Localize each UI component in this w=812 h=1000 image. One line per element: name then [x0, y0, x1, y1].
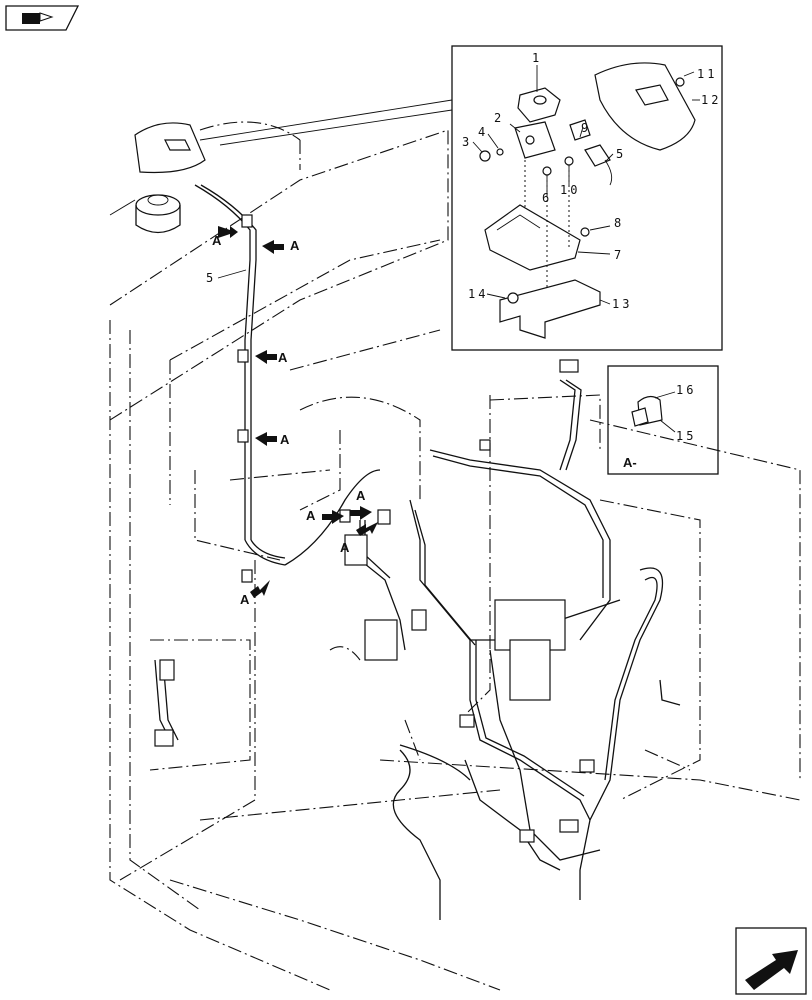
view-label-a8: A: [240, 592, 250, 607]
callout-1: 1: [532, 51, 542, 65]
callout-6: 6: [542, 191, 552, 205]
callout-9: 9: [581, 121, 591, 135]
view-arrow-a5: [322, 510, 344, 524]
view-label-a1: A: [212, 233, 222, 248]
callout-5-detail: 5: [616, 147, 626, 161]
next-page-arrow-icon[interactable]: [735, 927, 807, 995]
callout-3: 3: [462, 135, 472, 149]
callout-4: 4: [478, 125, 488, 139]
view-arrow-a2: [262, 240, 284, 254]
callout-11: 11: [697, 67, 717, 81]
callout-13: 13: [612, 297, 632, 311]
view-label-a4: A: [280, 432, 290, 447]
view-label-a5: A: [306, 508, 316, 523]
view-arrow-a8: [250, 580, 270, 598]
callout-16: 16: [676, 383, 696, 397]
detail-box-view-a: [607, 365, 719, 475]
view-label-a3: A: [278, 350, 288, 365]
callout-7: 7: [614, 248, 624, 262]
view-arrow-a6: [350, 506, 372, 520]
callout-5-main: 5: [206, 271, 216, 285]
machine-frame: [109, 121, 801, 991]
view-arrow-a3: [255, 350, 277, 364]
view-label-a6: A: [356, 488, 366, 503]
view-label-a2: A: [290, 238, 300, 253]
callout-2: 2: [494, 111, 504, 125]
wiring-harness: [154, 184, 681, 920]
harness-clamps: [154, 214, 595, 843]
dome-light-main: [109, 122, 206, 234]
detail-view-label: A-: [623, 455, 637, 470]
book-nav-icon[interactable]: [5, 5, 80, 31]
callout-10: 10: [560, 183, 580, 197]
view-a-arrows: [218, 226, 378, 598]
detail-box-dome-light: [199, 45, 723, 351]
callout-15: 15: [676, 429, 696, 443]
callout-14: 14: [468, 287, 488, 301]
view-arrow-a4: [255, 432, 277, 446]
view-label-a7: A: [340, 540, 350, 555]
callout-12: 12: [701, 93, 721, 107]
view-arrow-a1: [218, 226, 238, 238]
callout-8: 8: [614, 216, 624, 230]
view-arrow-a7: [356, 522, 378, 536]
